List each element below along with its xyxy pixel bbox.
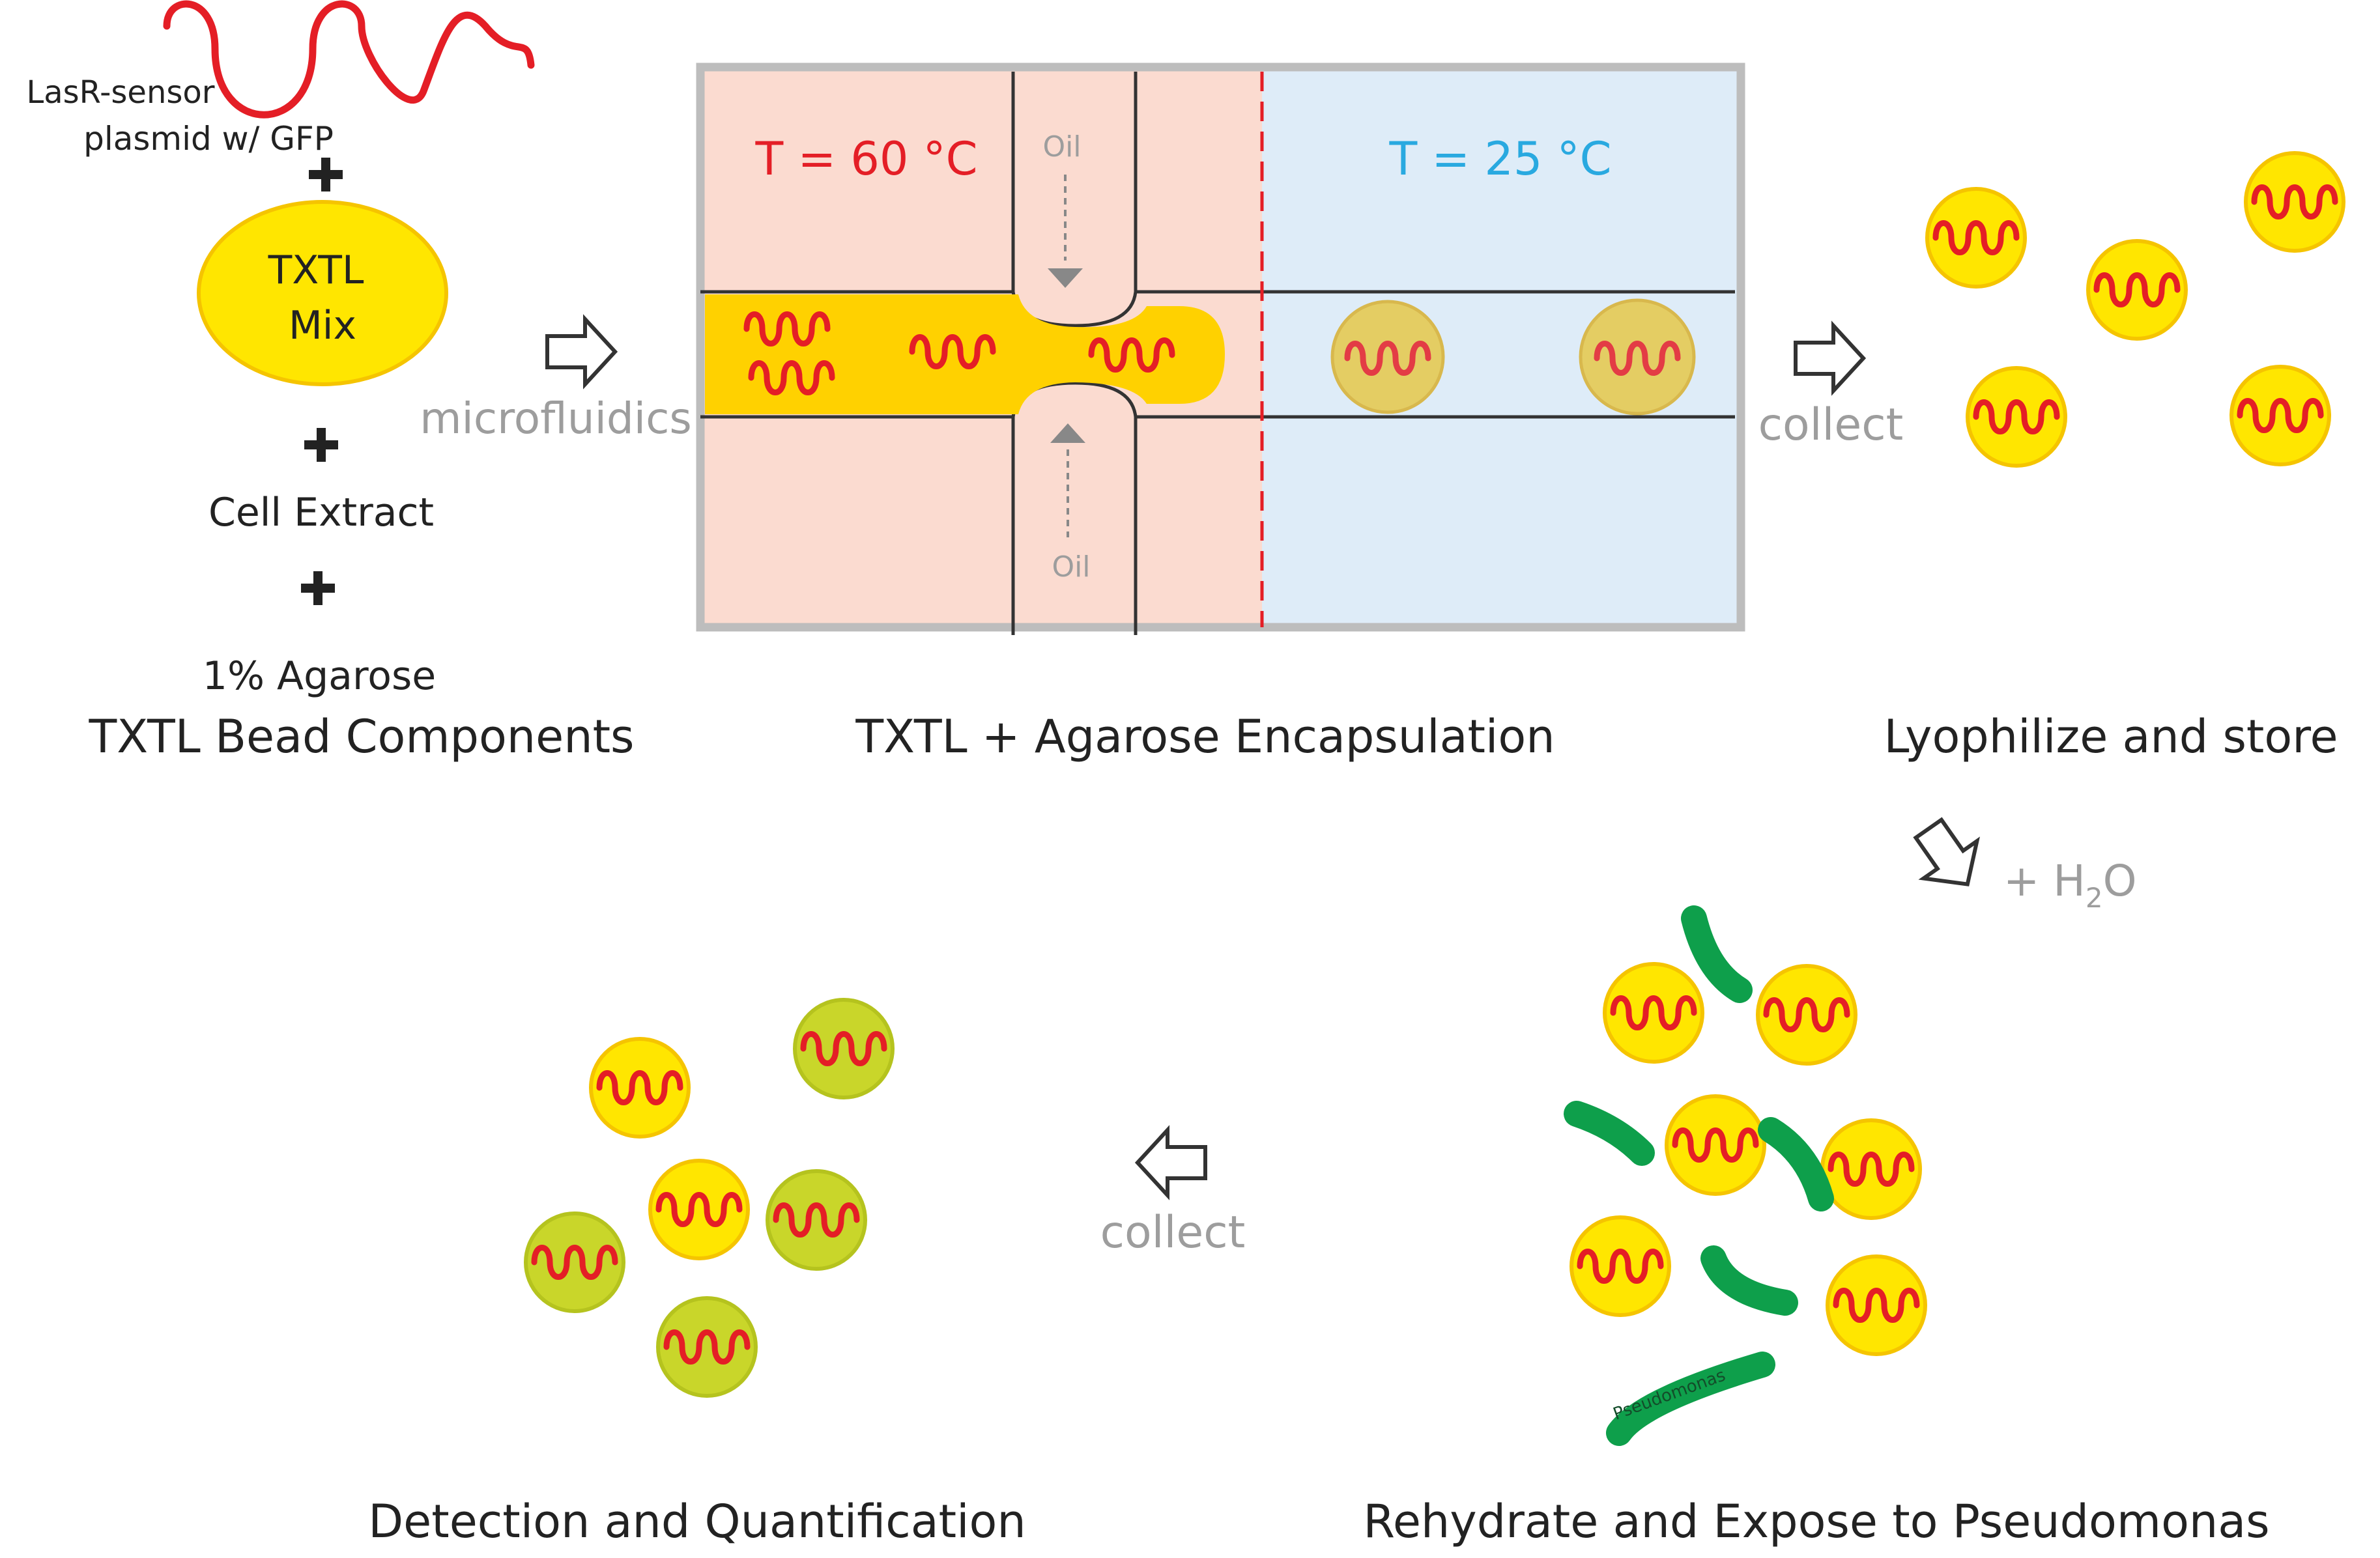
microfluidic-chip: Oil Oil T = 60 °C T = 25 °C	[696, 63, 1745, 635]
bead	[1828, 1256, 1925, 1354]
encapsulation-caption: TXTL + Agarose Encapsulation	[855, 710, 1555, 763]
oil-label-bottom: Oil	[1052, 550, 1090, 584]
bead	[650, 1161, 748, 1258]
bacterium	[1758, 1117, 1834, 1211]
bead	[2088, 241, 2186, 339]
bead	[1605, 964, 1702, 1062]
water-label: + H2O	[2003, 856, 2137, 914]
collect-arrow-label: collect	[1758, 399, 1904, 451]
bacterium	[1564, 1101, 1655, 1166]
bead	[2246, 153, 2344, 251]
droplet	[1330, 300, 1445, 414]
collect-arrow-label-2: collect	[1100, 1207, 1246, 1258]
agarose-label: 1% Agarose	[203, 653, 436, 699]
hot-temperature-label: T = 60 °C	[754, 132, 977, 186]
bead	[2231, 367, 2329, 464]
components-caption: TXTL Bead Components	[88, 710, 634, 763]
fluorescent-bead	[795, 1000, 893, 1098]
arrow-icon	[1902, 810, 1994, 903]
bead	[1758, 966, 1856, 1064]
arrow-up-icon	[1050, 423, 1085, 443]
txtl-agarose-stream	[705, 294, 1225, 414]
cell-extract-label: Cell Extract	[208, 490, 434, 535]
fluorescent-bead	[526, 1213, 624, 1311]
plasmid-icon	[163, 0, 535, 119]
lyophilize-caption: Lyophilize and store	[1884, 710, 2338, 763]
chip-frame	[696, 63, 1745, 632]
plus-icon	[301, 571, 335, 605]
plus-icon	[309, 158, 343, 191]
microfluidics-arrow-label: microfluidics	[420, 393, 692, 444]
bacterium	[1700, 1245, 1798, 1316]
fluorescent-bead	[658, 1298, 756, 1396]
components-panel: LasR-sensor plasmid w/ GFP TXTL Mix Cell…	[27, 0, 635, 763]
txtl-mix-label-line2: Mix	[289, 303, 356, 348]
bead	[1822, 1120, 1920, 1218]
arrow-icon	[547, 319, 615, 384]
bead	[1667, 1096, 1764, 1194]
detection-caption: Detection and Quantification	[368, 1495, 1025, 1548]
bead	[1968, 368, 2065, 466]
droplet	[1579, 298, 1696, 416]
cold-temperature-label: T = 25 °C	[1388, 132, 1611, 186]
arrow-icon	[1138, 1130, 1205, 1195]
plasmid-label-line1: LasR-sensor	[27, 74, 215, 111]
lyophilized-beads	[1927, 153, 2344, 466]
arrow-icon	[1796, 326, 1863, 391]
bacterium	[1606, 1352, 1775, 1446]
pseudomonas-bacteria	[1564, 905, 1834, 1446]
bead	[591, 1039, 689, 1137]
bacterium	[1681, 905, 1753, 1003]
detection-beads	[526, 1000, 893, 1396]
plus-icon	[304, 428, 338, 462]
fluorescent-bead	[767, 1171, 865, 1269]
rehydrate-caption: Rehydrate and Expose to Pseudomonas	[1363, 1495, 2269, 1548]
bead	[1927, 189, 2025, 287]
txtl-mix-ellipse	[197, 200, 448, 386]
arrow-down-icon	[1048, 268, 1083, 288]
txtl-mix-label-line1: TXTL	[268, 248, 364, 293]
oil-label-top: Oil	[1042, 130, 1081, 163]
plasmid-label-line2: plasmid w/ GFP	[83, 120, 334, 158]
bead	[1571, 1217, 1669, 1315]
